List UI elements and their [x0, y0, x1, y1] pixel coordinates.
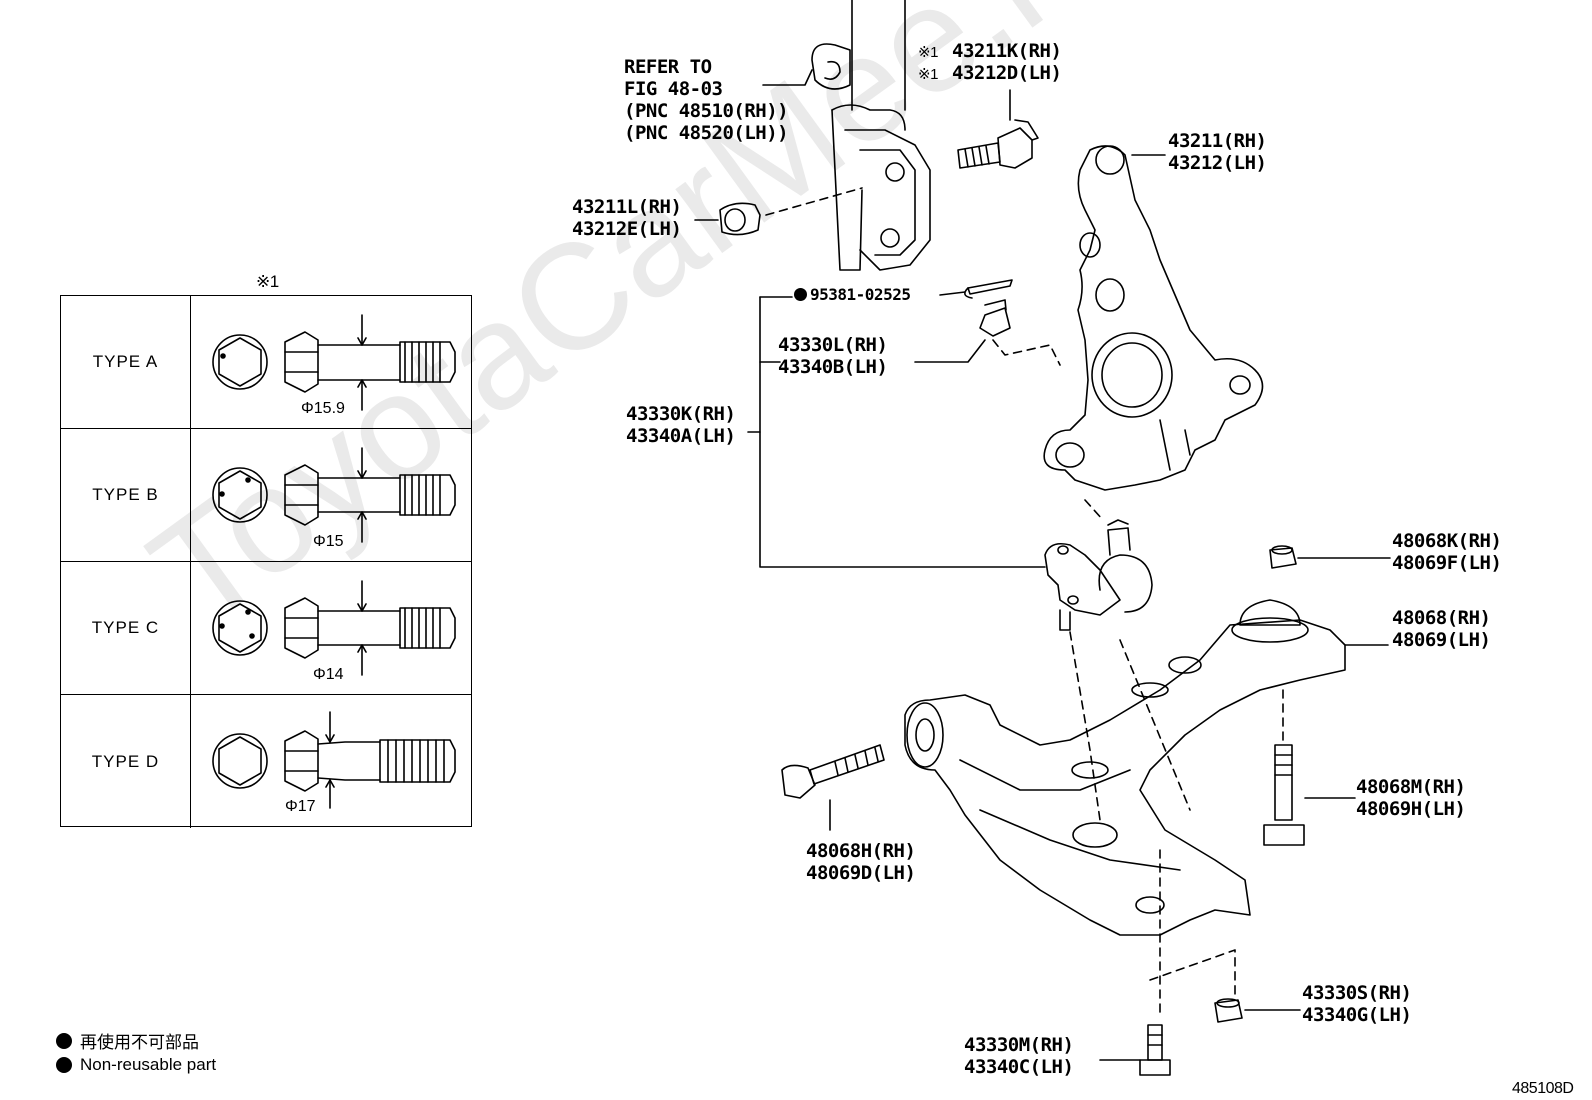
legend-en-text: Non-reusable part [80, 1055, 217, 1074]
legend-jp-text: 再使用不可部品 [80, 1033, 199, 1052]
table-row: TYPE A Φ15.9 [61, 296, 471, 429]
table-row: TYPE D Φ17 [61, 695, 471, 828]
part-number-43211l: 43211L(RH) [572, 196, 682, 218]
part-number-48069: 48069(LH) [1392, 629, 1491, 651]
diameter-label: Φ15.9 [301, 400, 345, 417]
part-number-43330s: 43330S(RH) [1302, 982, 1412, 1004]
part-number-43211k: 43211K(RH) [952, 40, 1062, 62]
arm-bolt-48068h-drawing [781, 744, 885, 799]
nut-43211l-drawing [719, 202, 761, 236]
wheel-bolt-type-table: TYPE A Φ15.9 TYPE B Φ15 TYPE C Φ14 TYPE … [60, 295, 472, 828]
refer-label-2: FIG 48-03 [624, 78, 723, 100]
strut-drawing [811, 0, 931, 271]
part-number-48068h: 48068H(RH) [806, 840, 916, 862]
part-number-43330l: 43330L(RH) [778, 334, 888, 356]
bolt-43330m-drawing [1139, 1024, 1171, 1076]
part-number-48068k: 48068K(RH) [1392, 530, 1502, 552]
part-number-95381: 95381-02525 [794, 284, 911, 306]
part-number-48069h: 48069H(LH) [1356, 798, 1466, 820]
type-label: TYPE C [61, 562, 191, 694]
part-number-48068m: 48068M(RH) [1356, 776, 1466, 798]
type-label: TYPE B [61, 429, 191, 561]
refer-label-3: (PNC 48510(RH)) [624, 100, 789, 122]
diameter-label: Φ14 [313, 666, 344, 683]
part-number-43340c: 43340C(LH) [964, 1056, 1074, 1078]
part-number-43330m: 43330M(RH) [964, 1034, 1074, 1056]
castle-nut-drawing [979, 299, 1011, 337]
legend-jp: 再使用不可部品 [56, 1028, 199, 1053]
refer-label-4: (PNC 48520(LH)) [624, 122, 789, 144]
bolt-mark-2: ※1 [918, 66, 938, 83]
part-number-43340a: 43340A(LH) [626, 425, 736, 447]
type-b-bolt-drawing [212, 447, 456, 543]
nut-48068k-drawing [1269, 545, 1297, 569]
type-label: TYPE A [61, 296, 191, 428]
non-reusable-icon [794, 288, 807, 301]
part-number-43330k: 43330K(RH) [626, 403, 736, 425]
type-label: TYPE D [61, 695, 191, 828]
diameter-label: Φ15 [313, 533, 344, 550]
non-reusable-icon [56, 1057, 72, 1073]
part-number-48069d: 48069D(LH) [806, 862, 916, 884]
lower-arm-drawing [904, 599, 1346, 936]
bolt-43211k-drawing [957, 119, 1039, 169]
diameter-label: Φ17 [285, 798, 316, 815]
table-row: TYPE B Φ15 [61, 429, 471, 562]
figure-id: 485108D [1512, 1080, 1574, 1097]
knuckle-drawing [1043, 145, 1264, 491]
legend-en: Non-reusable part [56, 1055, 216, 1075]
part-number-43340g: 43340G(LH) [1302, 1004, 1412, 1026]
ball-joint-drawing [1044, 519, 1153, 631]
part-number-48068: 48068(RH) [1392, 607, 1491, 629]
cotter-pin-drawing [964, 279, 1013, 299]
type-d-bolt-drawing [212, 711, 456, 809]
part-number-48069f: 48069F(LH) [1392, 552, 1502, 574]
type-c-bolt-drawing [212, 580, 456, 676]
part-number-43340b: 43340B(LH) [778, 356, 888, 378]
non-reusable-icon [56, 1032, 72, 1049]
refer-label-1: REFER TO [624, 56, 712, 78]
part-number-43212: 43212(LH) [1168, 152, 1267, 174]
type-a-bolt-drawing [212, 314, 456, 411]
table-row: TYPE C Φ14 [61, 562, 471, 695]
bolt-mark-1: ※1 [918, 44, 938, 61]
part-number-95381-text: 95381-02525 [810, 285, 911, 304]
arm-bolt-48068m-drawing [1263, 744, 1305, 846]
part-number-43212d: 43212D(LH) [952, 62, 1062, 84]
table-note-mark: ※1 [256, 272, 279, 291]
nut-43330s-drawing [1214, 998, 1243, 1023]
part-number-43212e: 43212E(LH) [572, 218, 682, 240]
part-number-43211: 43211(RH) [1168, 130, 1267, 152]
